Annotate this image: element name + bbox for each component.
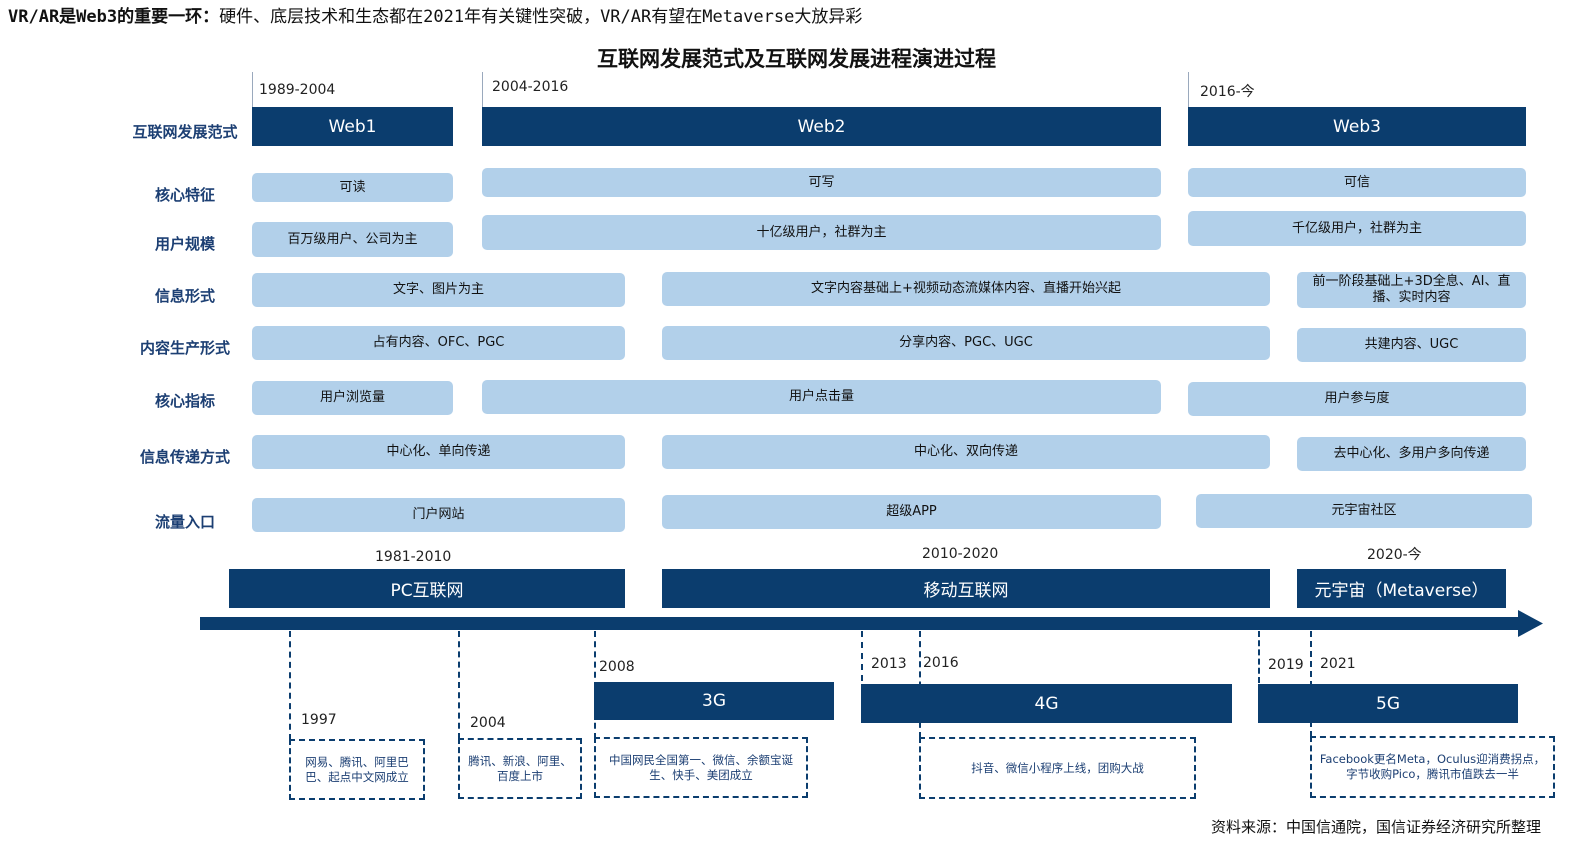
metaverse-era-years: 2020-今 [1367, 547, 1422, 563]
content-metaverse: 共建内容、UGC [1297, 328, 1526, 362]
3g-year: 2008 [599, 659, 635, 675]
event-year-1997: 1997 [301, 712, 337, 728]
pc-era-years: 1981-2010 [375, 549, 452, 565]
metric-web2: 用户点击量 [482, 380, 1161, 414]
transmission-pc: 中心化、单向传递 [252, 435, 625, 469]
pc-era-bar: PC互联网 [229, 569, 625, 608]
web3-years: 2016-今 [1200, 84, 1255, 100]
web2-bar: Web2 [482, 107, 1161, 146]
row-label-core: 核心特征 [154, 186, 215, 204]
timeline-arrow [200, 610, 1543, 637]
core-web2: 可写 [482, 168, 1161, 197]
metric-web1: 用户浏览量 [252, 381, 453, 415]
connector-2019 [1258, 631, 1260, 683]
event-year-2004: 2004 [470, 715, 506, 731]
info-form-pc: 文字、图片为主 [252, 273, 625, 307]
event-box-2008: 中国网民全国第一、微信、余额宝诞生、快手、美团成立 [594, 737, 808, 798]
event-box-2004: 腾讯、新浪、阿里、百度上市 [458, 738, 582, 799]
web1-years: 1989-2004 [259, 82, 336, 98]
users-web2: 十亿级用户，社群为主 [482, 215, 1161, 250]
info-form-metaverse: 前一阶段基础上+3D全息、AI、直播、实时内容 [1297, 272, 1526, 308]
row-label-transmission: 信息传递方式 [139, 448, 230, 466]
transmission-mobile: 中心化、双向传递 [662, 435, 1270, 469]
mobile-era-years: 2010-2020 [922, 546, 999, 562]
core-web3: 可信 [1188, 168, 1526, 197]
event-box-2021: Facebook更名Meta，Oculus迎消费拐点，字节收购Pico，腾讯市值… [1310, 736, 1555, 798]
5g-bar: 5G [1258, 684, 1518, 723]
headline: VR/AR是Web3的重要一环：硬件、底层技术和生态都在2021年有关键性突破，… [8, 2, 862, 27]
row-label-content: 内容生产形式 [139, 339, 230, 357]
content-pc: 占有内容、OFC、PGC [252, 326, 625, 360]
users-web3: 千亿级用户，社群为主 [1188, 211, 1526, 246]
info-form-mobile: 文字内容基础上+视频动态流媒体内容、直播开始兴起 [662, 272, 1270, 306]
content-mobile: 分享内容、PGC、UGC [662, 326, 1270, 360]
web3-year-line [1188, 72, 1189, 108]
connector-2004 [458, 631, 460, 739]
row-label-info-form: 信息形式 [154, 287, 215, 305]
metric-web3: 用户参与度 [1188, 382, 1526, 416]
4g-year: 2013 [871, 656, 907, 672]
row-label-traffic: 流量入口 [154, 513, 215, 531]
connector-2013 [861, 631, 863, 681]
event-year-2021: 2021 [1320, 656, 1356, 672]
core-web1: 可读 [252, 173, 453, 202]
diagram-title: 互联网发展范式及互联网发展进程演进过程 [597, 47, 996, 71]
connector-1997 [289, 631, 291, 740]
row-label-metric: 核心指标 [154, 392, 215, 410]
traffic-metaverse: 元宇宙社区 [1196, 494, 1532, 528]
web2-years: 2004-2016 [492, 79, 569, 95]
web1-bar: Web1 [252, 107, 453, 146]
row-label-paradigm: 互联网发展范式 [132, 123, 238, 141]
web1-year-line [252, 72, 253, 108]
traffic-pc: 门户网站 [252, 498, 625, 532]
event-year-2016: 2016 [923, 655, 959, 671]
transmission-metaverse: 去中心化、多用户多向传递 [1297, 437, 1526, 471]
users-web1: 百万级用户、公司为主 [252, 222, 453, 257]
mobile-era-bar: 移动互联网 [662, 569, 1270, 608]
5g-year: 2019 [1268, 657, 1304, 673]
headline-rest: 硬件、底层技术和生态都在2021年有关键性突破，VR/AR有望在Metavers… [219, 7, 863, 27]
traffic-mobile: 超级APP [662, 495, 1161, 529]
3g-bar: 3G [594, 682, 834, 720]
web3-bar: Web3 [1188, 107, 1526, 146]
source-note: 资料来源：中国信通院，国信证券经济研究所整理 [1210, 818, 1541, 836]
metaverse-era-bar: 元宇宙（Metaverse） [1297, 569, 1506, 608]
web2-year-line [482, 72, 483, 108]
headline-bold: VR/AR是Web3的重要一环： [8, 7, 220, 27]
row-label-users: 用户规模 [154, 235, 215, 253]
4g-bar: 4G [861, 684, 1232, 723]
event-box-2016: 抖音、微信小程序上线，团购大战 [919, 737, 1196, 799]
event-box-1997: 网易、腾讯、阿里巴巴、起点中文网成立 [289, 739, 425, 800]
